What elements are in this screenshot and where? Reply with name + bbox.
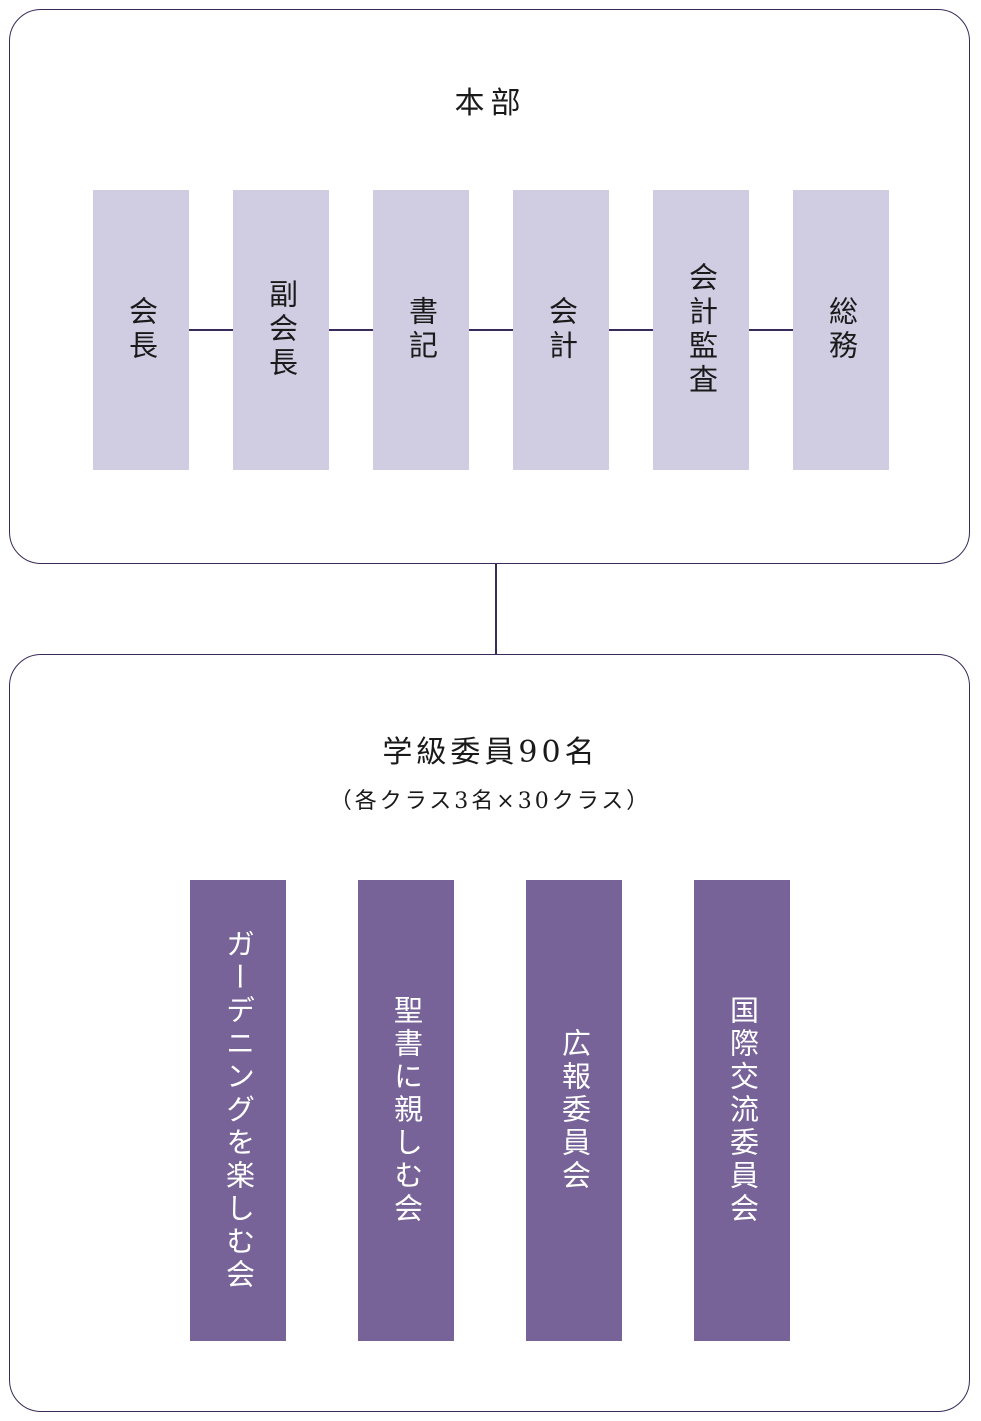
group-box-bible: 聖書に親しむ会 [358, 880, 454, 1341]
class-committee-panel [9, 654, 970, 1412]
class-committee-subtitle: （各クラス3名×30クラス） [329, 789, 652, 814]
role-box-vice-president: 副会長 [233, 190, 329, 470]
group-box-publicity: 広報委員会 [526, 880, 622, 1341]
group-box-international: 国際交流委員会 [694, 880, 790, 1341]
role-label: 会長 [124, 296, 159, 364]
role-box-treasurer: 会計 [513, 190, 609, 470]
role-box-general-affairs: 総務 [793, 190, 889, 470]
group-label: 広報委員会 [557, 1028, 592, 1193]
group-label: 国際交流委員会 [725, 995, 760, 1226]
role-connector [749, 329, 793, 331]
headquarters-title: 本部 [454, 86, 527, 121]
role-box-secretary: 書記 [373, 190, 469, 470]
class-committee-title: 学級委員90名 [382, 735, 599, 770]
role-label: 会計監査 [684, 262, 719, 398]
role-box-auditor: 会計監査 [653, 190, 749, 470]
group-box-gardening: ガーデニングを楽しむ会 [190, 880, 286, 1341]
role-connector [189, 329, 233, 331]
group-label: 聖書に親しむ会 [389, 995, 424, 1226]
role-label: 書記 [404, 296, 439, 364]
role-label: 総務 [824, 296, 859, 364]
role-connector [469, 329, 513, 331]
role-label: 副会長 [264, 279, 299, 381]
group-label: ガーデニングを楽しむ会 [221, 929, 256, 1292]
role-connector [329, 329, 373, 331]
panel-connector [495, 564, 497, 654]
role-connector [609, 329, 653, 331]
role-label: 会計 [544, 296, 579, 364]
role-box-president: 会長 [93, 190, 189, 470]
